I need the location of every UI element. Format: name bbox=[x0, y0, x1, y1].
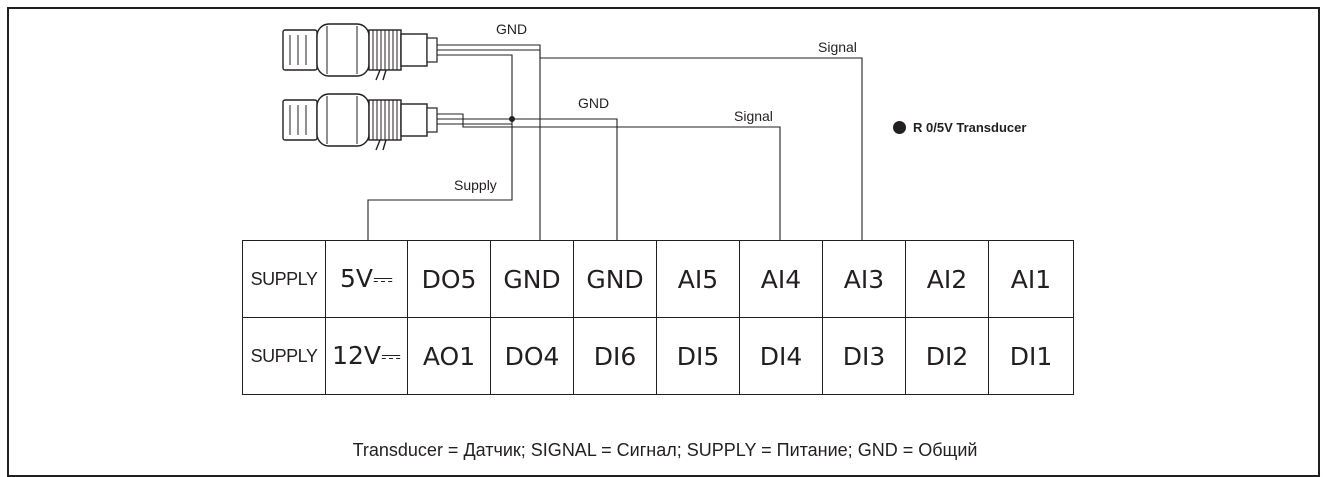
terminal-gnd-2: GND bbox=[573, 240, 657, 318]
terminal-12v: 12V⎓ bbox=[325, 317, 408, 395]
legend-dot-icon bbox=[893, 121, 906, 134]
terminal-supply-top: SUPPLY bbox=[242, 240, 326, 318]
legend-label: R 0/5V Transducer bbox=[913, 120, 1027, 135]
terminal-block: SUPPLY 5V⎓ DO5 GND GND AI5 AI4 AI3 AI2 A… bbox=[242, 240, 1074, 395]
wire-t1-supply bbox=[437, 54, 513, 119]
terminal-do4: DO4 bbox=[490, 317, 574, 395]
label-supply: Supply bbox=[454, 177, 497, 193]
label-gnd-mid: GND bbox=[578, 95, 609, 111]
terminal-di3: DI3 bbox=[822, 317, 906, 395]
transducer-2-icon bbox=[282, 93, 438, 151]
terminal-ai2: AI2 bbox=[905, 240, 989, 318]
terminal-ai4: AI4 bbox=[739, 240, 823, 318]
transducer-1-icon bbox=[282, 23, 438, 81]
terminal-row-top: SUPPLY 5V⎓ DO5 GND GND AI5 AI4 AI3 AI2 A… bbox=[242, 240, 1074, 318]
terminal-gnd-1: GND bbox=[490, 240, 574, 318]
terminal-di2: DI2 bbox=[905, 317, 989, 395]
terminal-ai5: AI5 bbox=[656, 240, 740, 318]
wire-t1-signal bbox=[437, 44, 863, 240]
terminal-di6: DI6 bbox=[573, 317, 657, 395]
terminal-di5: DI5 bbox=[656, 317, 740, 395]
label-signal-top: Signal bbox=[818, 39, 857, 55]
terminal-row-bottom: SUPPLY 12V⎓ AO1 DO4 DI6 DI5 DI4 DI3 DI2 … bbox=[242, 317, 1074, 395]
terminal-di4: DI4 bbox=[739, 317, 823, 395]
wire-supply-trunk bbox=[367, 119, 513, 240]
terminal-ai1: AI1 bbox=[988, 240, 1074, 318]
wire-t2-signal bbox=[437, 113, 781, 240]
terminal-5v: 5V⎓ bbox=[325, 240, 408, 318]
label-signal-mid: Signal bbox=[734, 108, 773, 124]
label-gnd-top: GND bbox=[496, 21, 527, 37]
legend: R 0/5V Transducer bbox=[893, 120, 1026, 135]
terminal-do5: DO5 bbox=[407, 240, 491, 318]
wire-t2-gnd bbox=[437, 118, 618, 240]
wiring-diagram: GND Signal GND Signal Supply bbox=[282, 21, 863, 240]
terminal-supply-bottom: SUPPLY bbox=[242, 317, 326, 395]
terminal-ai3: AI3 bbox=[822, 240, 906, 318]
supply-junction bbox=[509, 116, 515, 122]
terminal-di1: DI1 bbox=[988, 317, 1074, 395]
footer-caption: Transducer = Датчик; SIGNAL = Сигнал; SU… bbox=[352, 440, 978, 460]
wire-t1-gnd bbox=[437, 49, 541, 240]
terminal-ao1: AO1 bbox=[407, 317, 491, 395]
